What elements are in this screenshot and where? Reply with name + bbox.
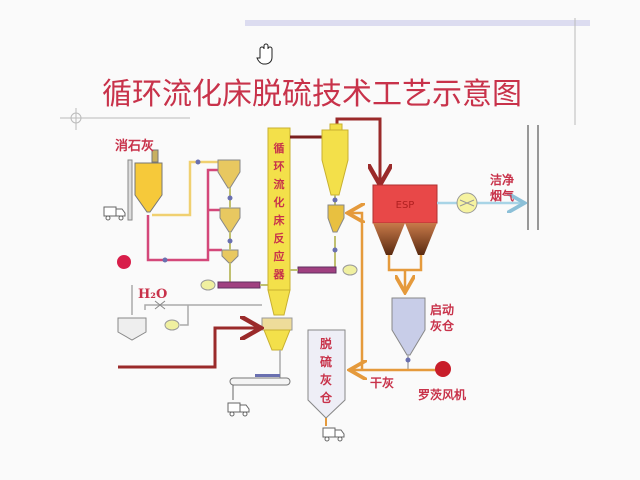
truck-icon bbox=[322, 427, 345, 442]
desulfurization-ash-silo bbox=[307, 329, 346, 419]
esp-label: ESP bbox=[396, 200, 415, 211]
clean-gas-label-1: 洁净 bbox=[490, 172, 514, 187]
lime-pipe bbox=[146, 168, 222, 262]
svg-text:灰: 灰 bbox=[320, 372, 332, 387]
esp-hopper bbox=[373, 223, 405, 255]
desulf-silo-label: 脱 硫 灰 仓 bbox=[319, 336, 333, 405]
lime-label: 消石灰 bbox=[115, 138, 154, 154]
svg-text:化: 化 bbox=[274, 195, 285, 209]
recirculation-hopper bbox=[327, 204, 345, 233]
right-screw-conveyor bbox=[297, 266, 337, 274]
dry-ash-label: 干灰 bbox=[370, 375, 394, 390]
ash-conveyor bbox=[229, 377, 291, 386]
lime-blower bbox=[117, 255, 131, 269]
lime-silo bbox=[127, 149, 163, 221]
ash-return-line bbox=[350, 213, 362, 370]
svg-text:应: 应 bbox=[274, 249, 285, 263]
svg-text:环: 环 bbox=[274, 160, 285, 173]
svg-text:流: 流 bbox=[274, 177, 285, 191]
svg-text:仓: 仓 bbox=[319, 390, 333, 405]
esp-hopper bbox=[405, 223, 437, 255]
esp-ash-line bbox=[389, 255, 421, 290]
chimney bbox=[527, 125, 539, 230]
water-valve-icon bbox=[154, 300, 166, 310]
startup-silo-label-1: 启动 bbox=[430, 302, 454, 317]
flue-gas-inlet bbox=[118, 328, 258, 369]
cfb-reactor bbox=[261, 127, 293, 351]
diagram-title: 循环流化床脱硫技术工艺示意图 bbox=[102, 77, 522, 112]
water-pump bbox=[164, 319, 180, 331]
esp-unit bbox=[372, 184, 438, 224]
right-feeder-motor bbox=[342, 264, 358, 276]
truck-icon bbox=[103, 206, 126, 221]
roots-blower bbox=[435, 361, 451, 377]
water-label: H₂O bbox=[138, 287, 167, 302]
water-pipe bbox=[131, 285, 262, 326]
yellow-pipe bbox=[152, 160, 220, 217]
startup-silo-label-2: 灰仓 bbox=[430, 318, 455, 333]
roots-blower-label: 罗茨风机 bbox=[418, 387, 466, 402]
truck-icon bbox=[227, 402, 250, 417]
svg-text:循: 循 bbox=[274, 141, 285, 155]
left-screw-conveyor bbox=[217, 281, 261, 289]
svg-text:床: 床 bbox=[274, 213, 286, 227]
clean-gas-label-2: 烟气 bbox=[490, 188, 514, 203]
svg-text:硫: 硫 bbox=[320, 354, 332, 369]
cyclone bbox=[321, 123, 349, 196]
svg-text:器: 器 bbox=[273, 268, 286, 281]
startup-ash-silo bbox=[391, 297, 426, 356]
reactor-label: 循 环 流 化 床 反 应 器 bbox=[273, 141, 286, 281]
water-tank bbox=[117, 317, 147, 341]
svg-text:脱: 脱 bbox=[320, 336, 332, 351]
svg-text:反: 反 bbox=[274, 231, 285, 245]
hand-cursor-icon bbox=[256, 43, 273, 65]
decor-bar bbox=[245, 20, 590, 26]
left-feeder-motor bbox=[200, 279, 216, 291]
